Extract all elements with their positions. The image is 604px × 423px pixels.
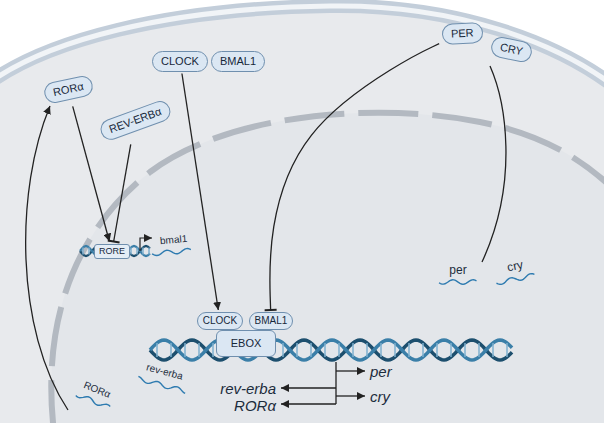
- gene-label-text: cry: [370, 388, 390, 405]
- dna-rung: [380, 343, 382, 357]
- dna-rung: [170, 343, 172, 357]
- dna-rung: [82, 247, 84, 254]
- node-text: CRY: [500, 40, 525, 57]
- response-element: RORE: [94, 244, 130, 259]
- dna-rung: [324, 343, 326, 357]
- transcription-arrow: [281, 403, 336, 404]
- node-text: EBOX: [231, 337, 262, 349]
- gene-label-text: RORα: [234, 397, 276, 414]
- gene-label-text: per: [370, 363, 392, 380]
- inhibition-line: [270, 44, 439, 310]
- node-text: RORE: [99, 246, 125, 256]
- dna-rung: [422, 343, 424, 357]
- dna-rung: [198, 343, 200, 357]
- protein-pill: CLOCK: [152, 51, 208, 72]
- mrna-label: bmal1: [160, 233, 188, 247]
- dna-strand: [150, 340, 512, 360]
- dna-rung: [148, 247, 150, 254]
- gene-label: RORα: [234, 397, 276, 414]
- mrna-label-text: bmal1: [160, 233, 188, 246]
- dna-rung: [478, 343, 480, 357]
- node-text: BMAL1: [255, 315, 288, 326]
- dna-strand: [150, 340, 512, 360]
- dna-rung: [366, 343, 368, 357]
- dna-rung: [88, 247, 90, 254]
- transcription-arrow: [335, 362, 336, 404]
- dna-rung: [310, 343, 312, 357]
- dna-rung: [338, 343, 340, 357]
- dna-rung: [130, 247, 132, 254]
- node-text: BMAL1: [220, 55, 256, 67]
- bound-protein: CLOCK: [197, 312, 243, 330]
- dna-rung: [492, 343, 494, 357]
- mrna-label: per: [449, 263, 466, 277]
- nuclear-envelope: [51, 113, 604, 423]
- gene-label: rev-erba: [220, 380, 276, 397]
- node-text: CLOCK: [203, 315, 237, 326]
- transcription-arrow: [281, 387, 336, 388]
- dna-rung: [394, 343, 396, 357]
- transcription-arrow: [336, 395, 365, 396]
- node-text: RORα: [52, 79, 85, 97]
- dna-rung: [464, 343, 466, 357]
- dna-rung: [296, 343, 298, 357]
- gene-label: per: [370, 363, 392, 380]
- mrna-strand: [496, 273, 535, 285]
- protein-pill: PER: [441, 21, 483, 44]
- ebox-site: EBOX: [216, 330, 277, 357]
- dna-rung: [352, 343, 354, 357]
- activation-arrow: [182, 74, 218, 311]
- mrna-strand: [439, 280, 477, 284]
- dna-rung: [156, 343, 158, 357]
- gene-label-text: rev-erba: [220, 380, 276, 397]
- dna-rung: [282, 343, 284, 357]
- transcription-arrow: [336, 370, 365, 371]
- transcription-arrow: [140, 238, 152, 251]
- cytoplasm: [0, 6, 604, 423]
- protein-pill: BMAL1: [211, 51, 265, 72]
- dna-rung: [436, 343, 438, 357]
- dna-rung: [450, 343, 452, 357]
- dna-helix: [80, 246, 512, 360]
- bound-protein: BMAL1: [249, 312, 294, 330]
- translation-line: [482, 66, 506, 262]
- gene-label: cry: [370, 388, 390, 405]
- mrna-label-text: per: [449, 263, 466, 277]
- node-text: PER: [450, 26, 473, 39]
- dna-rung: [142, 247, 144, 254]
- dna-rung: [184, 343, 186, 357]
- dna-rung: [408, 343, 410, 357]
- node-text: CLOCK: [161, 55, 199, 67]
- mrna-strand: [152, 248, 191, 256]
- dna-rung: [136, 247, 138, 254]
- inhibition-line: [114, 144, 131, 241]
- dna-rung: [506, 343, 508, 357]
- dna-rung: [212, 343, 214, 357]
- translation-arrow: [26, 106, 68, 410]
- mrna-strands: [75, 248, 535, 410]
